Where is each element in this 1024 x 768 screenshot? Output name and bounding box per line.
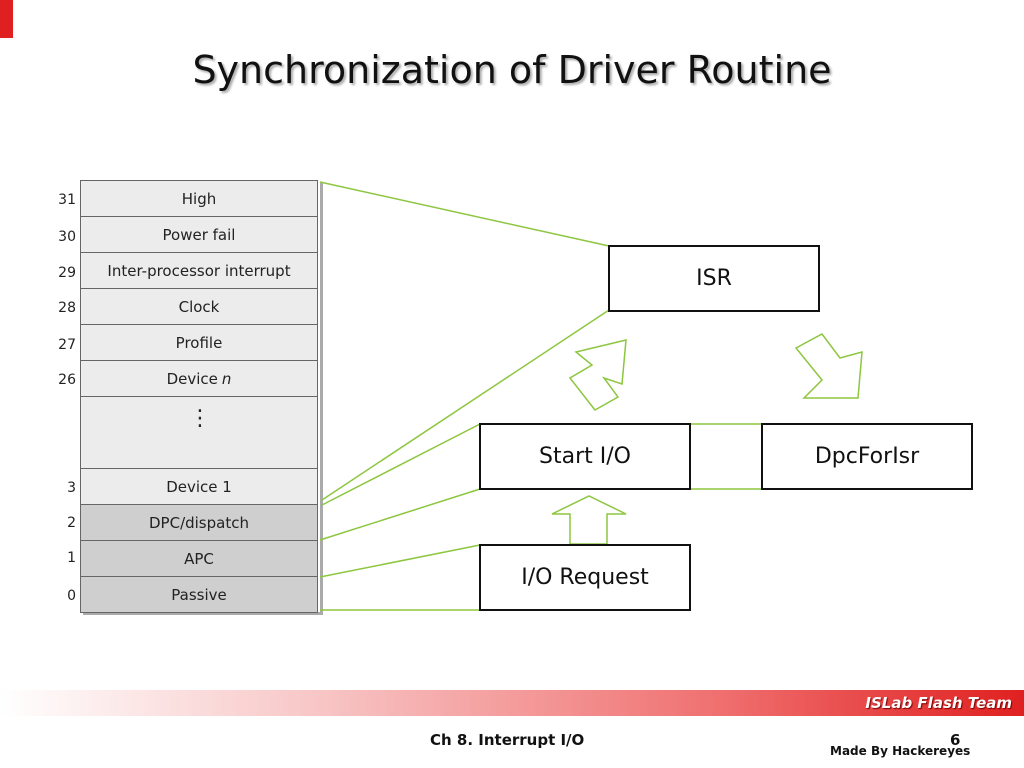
irql-table: High Power fail Inter-processor interrup… — [80, 180, 320, 613]
irql-row-apc: APC — [80, 540, 318, 577]
footer-bar — [0, 690, 1024, 716]
irql-label: Device 1 — [166, 477, 232, 496]
irql-row-device-1: Device 1 — [80, 468, 318, 505]
irql-number-1: 1 — [67, 550, 76, 566]
irql-number-27: 27 — [58, 337, 76, 353]
irql-label: Inter-processor interrupt — [107, 261, 291, 280]
start-io-box: Start I/O — [479, 423, 691, 490]
irql-number-0: 0 — [67, 588, 76, 604]
irql-row-passive: Passive — [80, 576, 318, 613]
irql-number-28: 28 — [58, 300, 76, 316]
irql-number-26: 26 — [58, 372, 76, 388]
irql-row-power-fail: Power fail — [80, 216, 318, 253]
footer-chapter: Ch 8. Interrupt I/O — [430, 731, 585, 749]
irql-label: High — [181, 189, 217, 208]
connector-device1-isr — [321, 309, 610, 501]
irql-label: Power fail — [162, 225, 236, 244]
irql-label: DPC/dispatch — [149, 513, 249, 532]
footer-team-label: ISLab Flash Team — [865, 694, 1012, 712]
irql-label: APC — [184, 549, 214, 568]
irql-row-profile: Profile — [80, 324, 318, 361]
irql-label: Passive — [171, 585, 227, 604]
irql-number-3: 3 — [67, 480, 76, 496]
irql-label-suffix: n — [221, 369, 232, 388]
connector-high-isr — [319, 181, 610, 247]
irql-number-2: 2 — [67, 515, 76, 531]
irql-number-31: 31 — [58, 192, 76, 208]
irql-row-inter-processor: Inter-processor interrupt — [80, 252, 318, 289]
irql-label: Device — [166, 369, 218, 388]
irql-label: Clock — [178, 297, 220, 316]
arrow-up-right-icon — [568, 339, 627, 411]
slide-title: Synchronization of Driver Routine — [192, 48, 832, 92]
irql-label: Profile — [175, 333, 223, 352]
connector-apc-iorequest — [319, 544, 481, 578]
dpc-for-isr-box: DpcForIsr — [761, 423, 973, 490]
irql-number-29: 29 — [58, 265, 76, 281]
irql-row-high: High — [80, 180, 318, 217]
ellipsis: ⋮ — [189, 406, 211, 431]
connector-device1-startio — [321, 423, 481, 506]
irql-number-30: 30 — [58, 229, 76, 245]
footer-author: Made By Hackereyes — [830, 744, 971, 758]
io-request-box: I/O Request — [479, 544, 691, 611]
arrow-down-right-icon — [794, 333, 863, 399]
isr-box: ISR — [608, 245, 820, 312]
page-number: 6 — [950, 731, 961, 749]
connector-dpc-startio — [319, 488, 481, 541]
arrow-up-icon — [551, 495, 627, 545]
corner-accent — [0, 0, 13, 38]
